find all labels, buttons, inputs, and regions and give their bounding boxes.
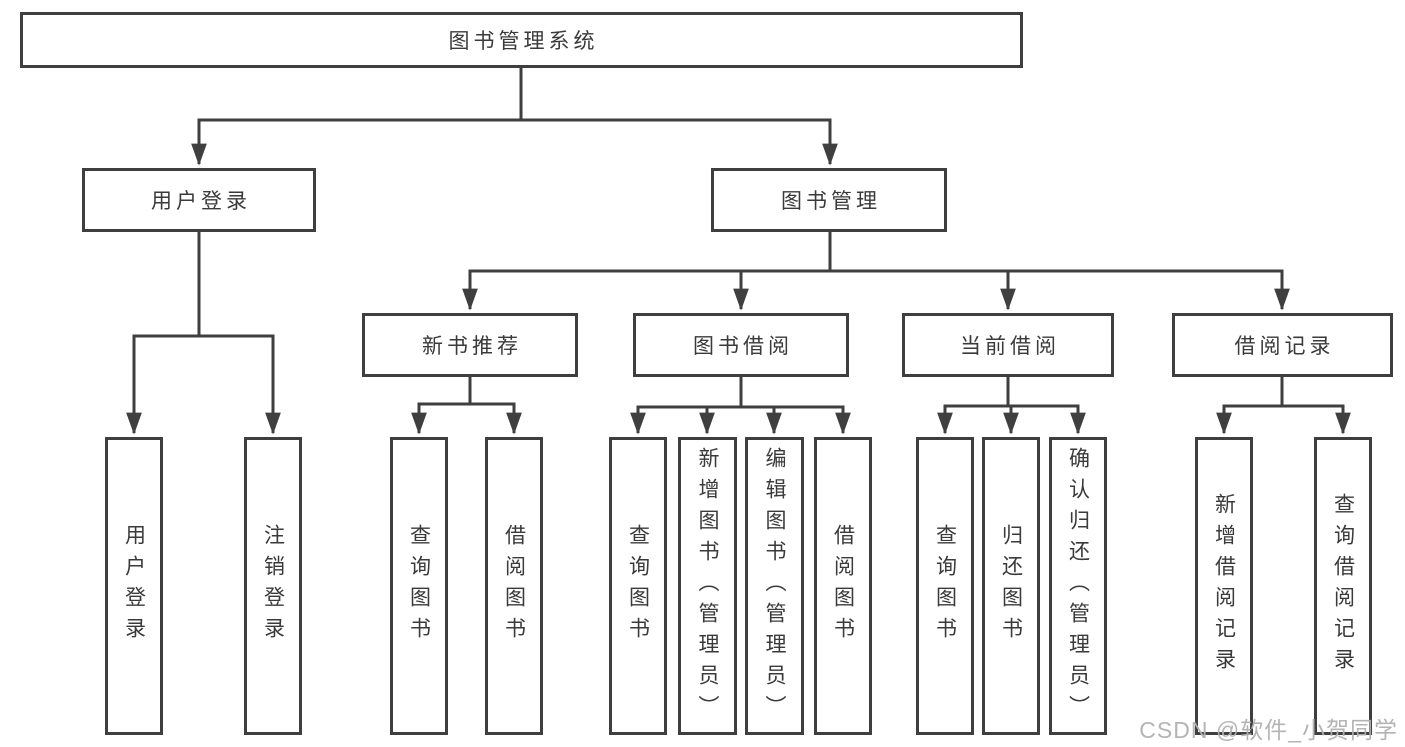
node-book-borrowing: 图书借阅 xyxy=(633,313,849,377)
node-new-book-recommendation: 新书推荐 xyxy=(362,313,578,377)
leaf-borrow-books: 借阅图书 xyxy=(814,437,872,735)
node-label: 用户登录 xyxy=(151,190,251,213)
node-borrowing-records: 借阅记录 xyxy=(1172,313,1393,377)
leaf-logout: 注销登录 xyxy=(244,437,302,735)
leaf-query-books-current: 查询图书 xyxy=(916,437,974,735)
leaf-add-borrow-record: 新增借阅记录 xyxy=(1195,437,1253,735)
node-label: 编辑图书（管理员） xyxy=(763,446,786,726)
leaf-return-books: 归还图书 xyxy=(982,437,1040,735)
node-label: 查询图书 xyxy=(407,524,431,648)
leaf-edit-books-admin: 编辑图书（管理员） xyxy=(745,437,804,735)
node-label: 图书管理 xyxy=(781,190,881,213)
leaf-query-books-recommend: 查询图书 xyxy=(390,437,448,735)
leaf-user-login: 用户登录 xyxy=(105,437,163,735)
node-current-borrowing: 当前借阅 xyxy=(902,313,1114,377)
node-label: 用户登录 xyxy=(122,524,146,648)
node-label: 新书推荐 xyxy=(422,335,522,358)
node-label: 查询图书 xyxy=(626,524,650,648)
leaf-borrow-books-recommend: 借阅图书 xyxy=(485,437,543,735)
node-user-login: 用户登录 xyxy=(82,168,316,232)
node-book-management: 图书管理 xyxy=(711,168,947,232)
node-label: 查询图书 xyxy=(933,524,957,648)
node-label: 借阅图书 xyxy=(502,524,526,648)
csdn-watermark: CSDN @软件_小贺同学 xyxy=(1139,717,1398,743)
node-label: 新增借阅记录 xyxy=(1212,493,1236,679)
node-label: 图书借阅 xyxy=(693,335,793,358)
node-label: 查询借阅记录 xyxy=(1331,493,1355,679)
node-label: 借阅记录 xyxy=(1234,335,1335,358)
node-label: 新增图书（管理员） xyxy=(696,446,719,726)
leaf-add-books-admin: 新增图书（管理员） xyxy=(678,437,737,735)
node-label: 借阅图书 xyxy=(831,524,855,648)
node-label: 当前借阅 xyxy=(960,335,1060,358)
node-label: 确认归还（管理员） xyxy=(1066,446,1090,726)
node-label: 注销登录 xyxy=(261,524,285,648)
leaf-confirm-return-admin: 确认归还（管理员） xyxy=(1049,437,1107,735)
node-label: 图书管理系统 xyxy=(448,30,599,53)
node-label: 归还图书 xyxy=(999,524,1023,648)
leaf-query-books-borrowing: 查询图书 xyxy=(609,437,667,735)
leaf-query-borrow-record: 查询借阅记录 xyxy=(1314,437,1372,735)
node-library-management-system: 图书管理系统 xyxy=(20,12,1023,68)
